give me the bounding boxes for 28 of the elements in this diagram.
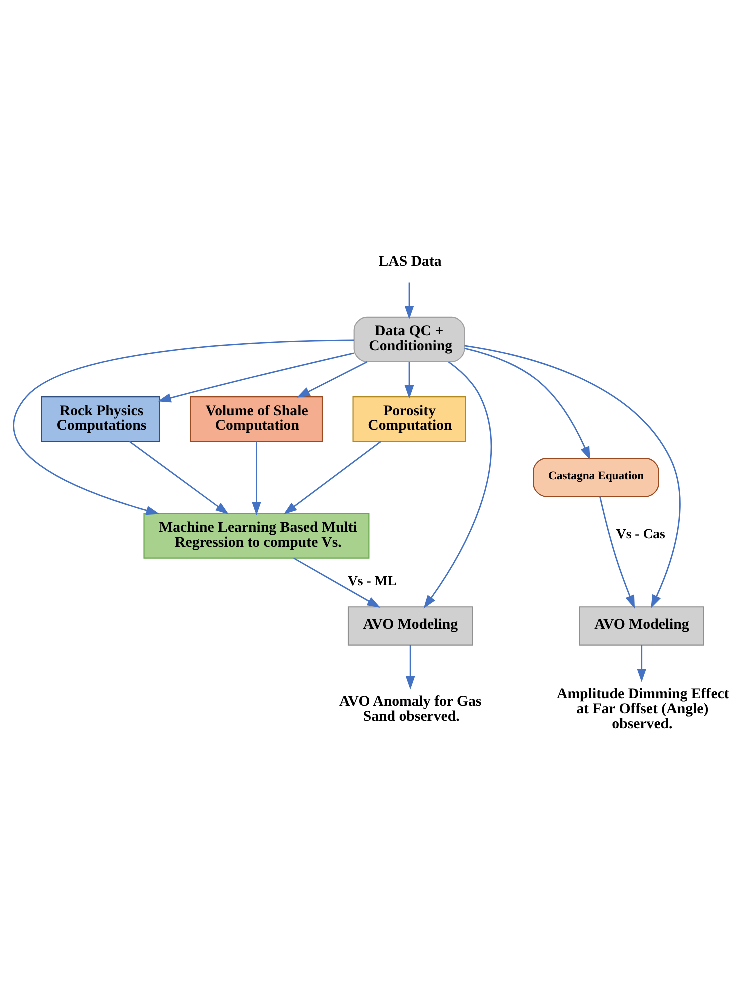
arrow xyxy=(296,361,368,398)
arrow xyxy=(128,440,229,514)
arrow xyxy=(636,644,646,682)
arrow xyxy=(404,282,414,319)
node-box: AVO Modeling xyxy=(347,606,473,646)
arrow xyxy=(464,347,590,460)
arrow xyxy=(12,339,354,515)
node-box: Machine Learning Based Multi Regression to compute Vs. xyxy=(143,512,370,558)
node-text: Amplitude Dimming Effect at Far Offset (Angle) observed. xyxy=(556,686,729,732)
arrow xyxy=(283,440,382,514)
arrow xyxy=(405,644,415,690)
node-box: Volume of Shale Computation xyxy=(190,396,323,442)
node-text: LAS Data xyxy=(378,254,442,270)
arrow xyxy=(252,441,261,515)
node-box: Rock Physics Computations xyxy=(40,396,160,442)
arrow xyxy=(157,352,354,402)
node-box: Porosity Computation xyxy=(352,396,466,442)
node-box: Data QC + Conditioning xyxy=(353,316,465,362)
edge-label: Vs - Cas xyxy=(616,526,665,542)
arrow xyxy=(423,361,492,608)
arrow xyxy=(293,557,380,608)
arrow xyxy=(464,344,680,608)
arrow xyxy=(404,362,414,398)
arrow xyxy=(599,496,635,608)
edge-label: Vs - ML xyxy=(347,572,396,588)
node-text: AVO Anomaly for Gas Sand observed. xyxy=(338,694,482,724)
node-box: AVO Modeling xyxy=(578,606,704,646)
node-box: Castagna Equation xyxy=(532,458,659,497)
